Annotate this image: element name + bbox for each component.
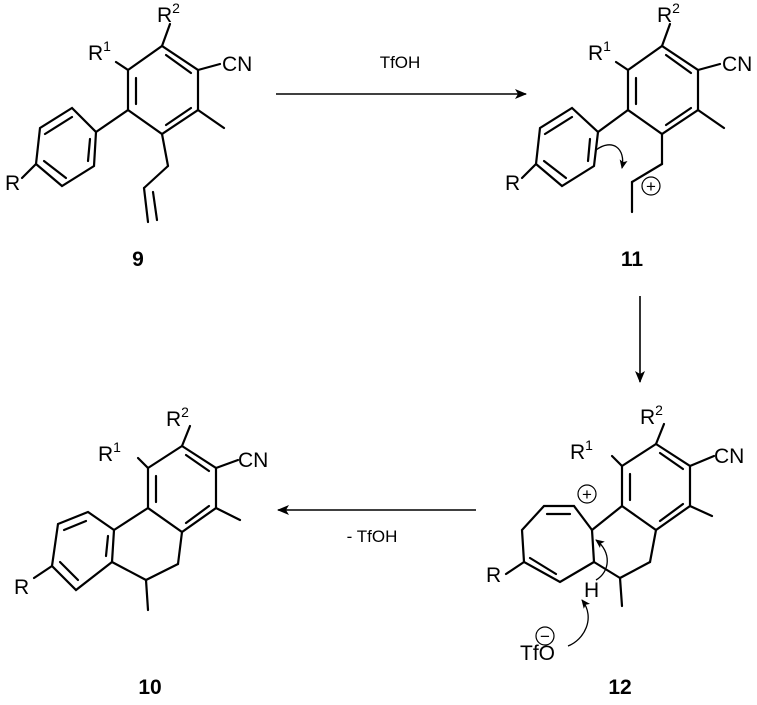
compound-9-structure: R1 R2 CN R: [5, 0, 252, 224]
carbocation-plus: +: [646, 177, 656, 196]
r1-label: R1: [588, 38, 611, 65]
r-label: R: [5, 172, 20, 195]
r2-label: R2: [157, 0, 180, 27]
compound-12-structure: H + − TfO R1 R2 CN R: [486, 402, 744, 665]
compound-10-structure: R1 R2 CN R: [14, 404, 268, 612]
compound-11-label: 11: [621, 248, 644, 271]
reagent-minus-tfoh: - TfOH: [347, 527, 398, 546]
compound-12-label: 12: [608, 676, 631, 699]
compound-9-label: 9: [132, 248, 144, 271]
r1-label: R1: [88, 38, 111, 65]
r-label: R: [14, 576, 29, 599]
arenium-plus: +: [582, 485, 592, 504]
cn-label: CN: [238, 449, 268, 472]
cn-label: CN: [722, 53, 752, 76]
reagent-tfoh: TfOH: [380, 53, 421, 72]
r-label: R: [486, 564, 501, 587]
compound-11-structure: + R1 R2 CN R: [505, 0, 752, 214]
h-label: H: [584, 579, 599, 602]
r1-label: R1: [98, 439, 121, 466]
r1-label: R1: [570, 437, 593, 464]
r2-label: R2: [640, 402, 663, 429]
cn-label: CN: [714, 445, 744, 468]
r2-label: R2: [166, 404, 189, 431]
tfo-label: TfO: [520, 642, 555, 665]
triflate-minus: −: [540, 627, 550, 646]
r2-label: R2: [657, 0, 680, 27]
cn-label: CN: [222, 53, 252, 76]
r-label: R: [505, 172, 520, 195]
compound-10-label: 10: [138, 676, 161, 699]
